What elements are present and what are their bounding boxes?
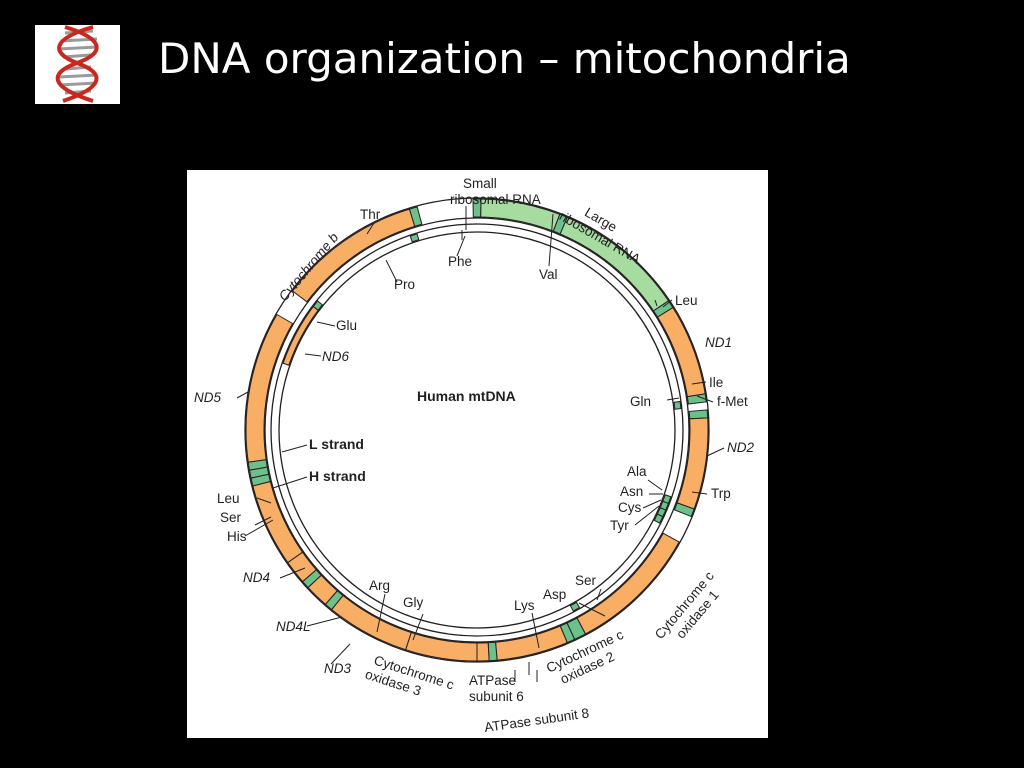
- leader-line: [706, 447, 725, 457]
- atp6-gene-segment: [404, 631, 478, 662]
- leader-line: [596, 588, 602, 601]
- nd6-gene-segment: [282, 305, 319, 366]
- nd5-gene-segment: [245, 313, 294, 463]
- tyr-trna-segment: [653, 513, 664, 524]
- leader-line: [456, 235, 466, 257]
- trp-trna-segment: [673, 502, 695, 518]
- cox3-gene-segment: [330, 594, 412, 651]
- nd4l-label: ND4L: [276, 619, 311, 634]
- small-rrna-label-line2: ribosomal RNA: [450, 192, 541, 207]
- leader-line: [304, 353, 322, 357]
- atp6-label-line1: ATPase: [469, 673, 516, 688]
- leader-line: [696, 395, 714, 403]
- leader-line: [691, 491, 708, 495]
- mtdna-map-figure: Human mtDNA L strand H strand Small ribo…: [187, 170, 768, 738]
- ile-trna-segment: [686, 393, 707, 405]
- leader-line: [666, 397, 680, 401]
- leader-line: [634, 505, 660, 526]
- dna-helix-logo: [35, 25, 120, 104]
- ser-label-1: Ser: [575, 573, 597, 588]
- pro-label: Pro: [394, 277, 415, 292]
- leu-label-1: Leu: [675, 293, 698, 308]
- ala-label: Ala: [627, 464, 647, 479]
- l-strand-outer-edge: [270, 223, 684, 637]
- leader-line: [330, 643, 351, 665]
- center-title: Human mtDNA: [417, 388, 516, 404]
- nd2-label: ND2: [727, 440, 754, 455]
- nd4-label: ND4: [243, 570, 270, 585]
- leader-line: [548, 213, 554, 267]
- leader-line: [254, 516, 272, 526]
- gln-trna-segment: [673, 400, 682, 410]
- h-strand-label: H strand: [309, 468, 366, 484]
- leu-label-2: Leu: [217, 491, 240, 506]
- asn-label: Asn: [620, 484, 643, 499]
- h-strand-outer-edge: [244, 197, 710, 663]
- asp-label: Asp: [543, 587, 566, 602]
- lys-trna-segment: [487, 641, 498, 662]
- atp8-label: ATPase subunit 8: [483, 705, 590, 735]
- leader-line: [256, 497, 272, 504]
- nd5-label: ND5: [194, 390, 221, 405]
- leader-line: [642, 499, 662, 509]
- leader-line: [279, 567, 306, 579]
- leader-line: [662, 299, 673, 308]
- nd3-label: ND3: [324, 661, 351, 676]
- fmet-label: f-Met: [717, 394, 748, 409]
- gln-label: Gln: [630, 394, 651, 409]
- cox2-gene-segment: [495, 625, 568, 661]
- pro-trna-segment: [409, 233, 420, 243]
- nd2-gene-segment: [676, 417, 709, 510]
- nd1-label: ND1: [705, 335, 732, 350]
- l-strand-label: L strand: [309, 436, 364, 452]
- tyr-label: Tyr: [610, 518, 629, 533]
- leader-line: [236, 391, 249, 399]
- leader-line: [385, 259, 398, 283]
- leader-line: [316, 321, 336, 327]
- leader-line: [244, 519, 274, 537]
- leader-line: [531, 612, 540, 649]
- ile-label: Ile: [709, 375, 723, 390]
- atp8-gene-segment: [476, 642, 490, 662]
- nd6-label: ND6: [322, 349, 349, 364]
- leader-line: [647, 479, 663, 491]
- trp-label: Trp: [711, 486, 731, 501]
- mtdna-ring-diagram: Human mtDNA L strand H strand Small ribo…: [194, 176, 754, 735]
- ser-trna-segment-inner: [569, 601, 581, 612]
- leader-line: [412, 613, 424, 641]
- slide-title: DNA organization – mitochondria: [158, 34, 851, 83]
- cys-label: Cys: [618, 500, 641, 515]
- thr-trna-segment: [408, 206, 423, 227]
- his-label: His: [227, 529, 247, 544]
- fmet-trna-segment: [688, 409, 709, 420]
- leader-line: [366, 222, 375, 235]
- leader-line: [376, 593, 386, 633]
- h-strand-inner-edge: [264, 217, 690, 643]
- lys-label: Lys: [514, 598, 535, 613]
- leader-line: [691, 381, 707, 385]
- thr-label: Thr: [360, 207, 381, 222]
- small-rrna-label-line1: Small: [463, 176, 497, 191]
- l-strand-inner-edge: [278, 231, 676, 629]
- arg-label: Arg: [369, 578, 390, 593]
- gly-label: Gly: [403, 595, 424, 610]
- ser-label-2: Ser: [220, 510, 242, 525]
- atp6-label-line2: subunit 6: [469, 689, 524, 704]
- leader-line: [306, 616, 343, 627]
- leader-line: [578, 602, 606, 617]
- val-label: Val: [539, 267, 558, 282]
- leader-line: [654, 299, 658, 307]
- dna-helix-icon: [55, 25, 99, 103]
- phe-label: Phe: [448, 254, 472, 269]
- glu-label: Glu: [336, 318, 357, 333]
